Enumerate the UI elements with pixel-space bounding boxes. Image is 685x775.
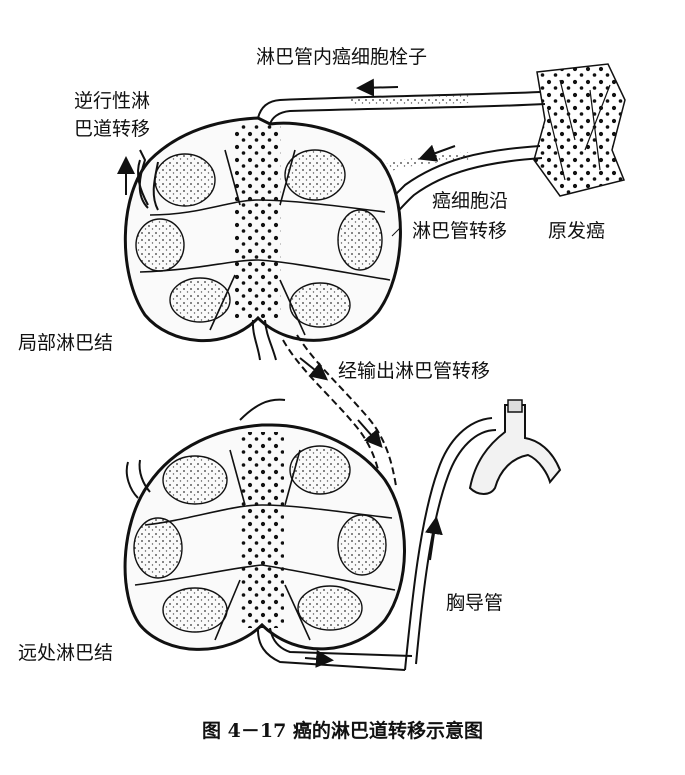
subclavian-vein xyxy=(468,399,562,495)
figure-caption: 图 4－17 癌的淋巴道转移示意图 xyxy=(202,720,483,742)
label-embolus: 淋巴管内癌细胞栓子 xyxy=(256,46,428,68)
label-efferent: 经输出淋巴管转移 xyxy=(338,360,491,382)
distant-lymph-node xyxy=(123,398,413,671)
retrograde-arrow xyxy=(117,156,149,206)
primary-tumor xyxy=(533,63,626,197)
efferent-lymph-vessel xyxy=(282,334,397,489)
label-retrograde-line1: 逆行性淋 xyxy=(74,90,151,112)
label-regional-node: 局部淋巴结 xyxy=(18,332,114,354)
label-along-line1: 癌细胞沿 xyxy=(432,190,509,212)
label-along-line2: 淋巴管转移 xyxy=(412,220,508,242)
embolus-arrow xyxy=(356,78,399,97)
label-thoracic-duct: 胸导管 xyxy=(446,592,504,614)
label-distant-node: 远处淋巴结 xyxy=(18,642,114,664)
label-primary-tumor: 原发癌 xyxy=(548,220,606,242)
regional-lymph-node xyxy=(123,116,402,361)
along-vessel-arrow xyxy=(418,144,456,162)
thoracic-duct xyxy=(404,417,497,671)
label-retrograde-line2: 巴道转移 xyxy=(74,118,151,140)
